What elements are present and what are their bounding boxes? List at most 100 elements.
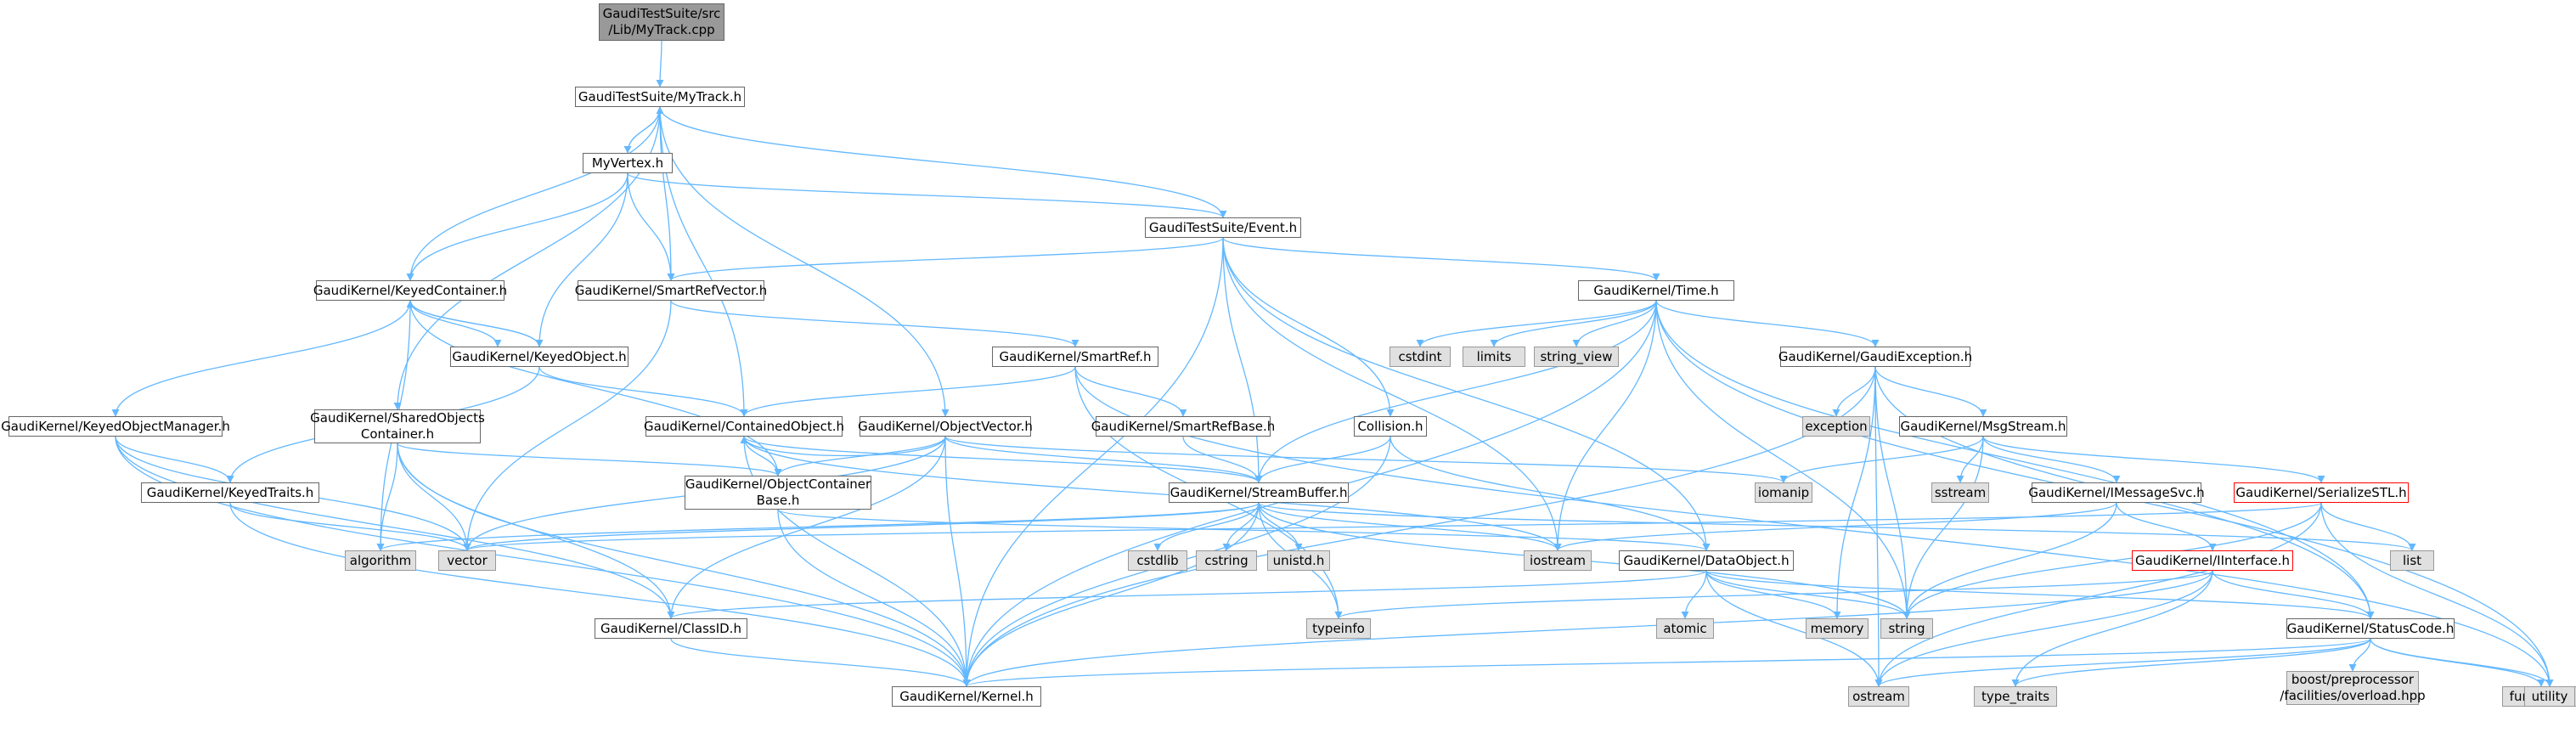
node-label: GaudiKernel/ContainedObject.h — [644, 418, 844, 434]
dependency-edge-msgstream-to-imessagesvc — [1982, 436, 2121, 483]
node-label: GaudiKernel/ObjectVector.h — [858, 418, 1033, 434]
node-label: GaudiKernel/KeyedObjectManager.h — [1, 418, 230, 434]
node-label: GaudiKernel/SmartRefVector.h — [574, 282, 768, 298]
node-type-traits: type_traits — [1974, 686, 2057, 707]
dependency-edge-iinterface-to-type_traits — [2011, 570, 2213, 687]
node-mytrack-cpp[interactable]: GaudiTestSuite/src /Lib/MyTrack.cpp — [599, 3, 724, 41]
node-label: GaudiKernel/StreamBuffer.h — [1170, 484, 1348, 500]
dependency-edge-mytrack_h-to-event_h — [659, 106, 1227, 218]
node-collision[interactable]: Collision.h — [1354, 416, 1427, 437]
dependency-edge-dataobject-to-atomic — [1681, 570, 1707, 619]
node-typeinfo: typeinfo — [1306, 618, 1371, 639]
dependency-edge-mytrack_h-to-objectvector — [659, 106, 950, 417]
dependency-edge-classid-to-kernel — [670, 638, 971, 687]
node-label: GaudiKernel/SerializeSTL.h — [2235, 484, 2407, 500]
dependency-edge-time_h-to-cstdint — [1416, 300, 1657, 347]
node-imessagesvc[interactable]: GaudiKernel/IMessageSvc.h — [2028, 482, 2205, 503]
node-label: Collision.h — [1357, 418, 1423, 434]
node-keyedtraits[interactable]: GaudiKernel/KeyedTraits.h — [141, 482, 319, 503]
node-mytrack-h[interactable]: GaudiTestSuite/MyTrack.h — [575, 87, 745, 107]
node-label: GaudiKernel/Kernel.h — [899, 688, 1034, 704]
dependency-edge-msgstream-to-serializestl — [1982, 436, 2325, 483]
node-streambuffer[interactable]: GaudiKernel/StreamBuffer.h — [1169, 482, 1349, 503]
node-label: sstream — [1934, 484, 1987, 500]
dependency-edge-containedobject-to-iostream — [743, 436, 1562, 551]
node-smartrefbase[interactable]: GaudiKernel/SmartRefBase.h — [1091, 416, 1275, 437]
dependency-edge-keyedobject-to-keyedcontainer — [406, 300, 540, 347]
node-smartref[interactable]: GaudiKernel/SmartRef.h — [992, 347, 1158, 367]
node-classid[interactable]: GaudiKernel/ClassID.h — [595, 618, 747, 639]
node-containedobject[interactable]: GaudiKernel/ContainedObject.h — [644, 416, 844, 437]
dependency-edge-streambuffer-to-unistd — [1258, 502, 1303, 551]
node-sstream: sstream — [1931, 482, 1989, 503]
dependency-edge-keyedobjmgr-to-keyedtraits — [115, 436, 234, 483]
dependency-edge-event_h-to-smartrefvector — [667, 237, 1224, 281]
dependency-edge-time_h-to-gaudiexception — [1655, 300, 1880, 347]
node-statuscode[interactable]: GaudiKernel/StatusCode.h — [2286, 618, 2455, 639]
node-label: GaudiTestSuite/MyTrack.h — [578, 88, 742, 104]
dependency-edge-sharedobjs-to-algorithm — [376, 443, 398, 551]
dependency-edge-containedobject-to-streambuffer — [743, 436, 1263, 483]
node-time-h[interactable]: GaudiKernel/Time.h — [1578, 280, 1734, 301]
dependency-edge-objcontainerbase-to-dataobject — [777, 509, 1711, 551]
dependency-edge-mytrack_h-to-keyedcontainer — [406, 106, 661, 281]
node-label: GaudiKernel/GaudiException.h — [1778, 348, 1973, 364]
dependency-edge-keyedcontainer-to-iterator — [409, 300, 502, 347]
node-label: vector — [447, 552, 488, 568]
dependency-edge-keyedobject-to-containedobject — [538, 366, 748, 417]
dependency-edge-sharedobjs-to-kernel — [397, 443, 971, 687]
node-label: atomic — [1663, 620, 1707, 636]
dependency-edge-event_h-to-collision — [1222, 237, 1395, 417]
dependency-edge-serializestl-to-string — [1902, 502, 2322, 619]
dependency-edge-myvertex_h-to-keyedcontainer — [406, 172, 628, 281]
dependency-edge-objectvector-to-containedobject — [740, 436, 946, 457]
dependency-edge-gaudiexception-to-exception — [1832, 366, 1876, 417]
node-msgstream[interactable]: GaudiKernel/MsgStream.h — [1899, 416, 2067, 437]
node-gaudiexception[interactable]: GaudiKernel/GaudiException.h — [1778, 347, 1973, 367]
node-sharedobjs[interactable]: GaudiKernel/SharedObjects Container.h — [310, 409, 485, 443]
dependency-edge-objectvector-to-streambuffer — [944, 436, 1263, 483]
dependency-edge-smartref-to-smartrefbase — [1074, 366, 1187, 417]
dependency-edge-imessagesvc-to-iinterface — [2116, 502, 2217, 551]
node-label: GaudiKernel/KeyedContainer.h — [313, 282, 508, 298]
node-memory: memory — [1806, 618, 1869, 639]
node-label: type_traits — [1981, 688, 2050, 704]
dependency-edge-serializestl-to-ostream — [1874, 502, 2322, 687]
node-label: GaudiKernel/Time.h — [1593, 282, 1719, 298]
node-keyedcontainer[interactable]: GaudiKernel/KeyedContainer.h — [313, 280, 508, 301]
node-iinterface[interactable]: GaudiKernel/IInterface.h — [2132, 550, 2293, 571]
dependency-edge-myvertex_h-to-mytrack_h — [627, 106, 664, 154]
node-label: iostream — [1530, 552, 1586, 568]
node-label: MyVertex.h — [591, 155, 664, 171]
dependency-edge-dataobject-to-classid — [667, 570, 1707, 619]
node-label: GaudiKernel/SmartRefBase.h — [1091, 418, 1276, 434]
node-objcontainerbase[interactable]: GaudiKernel/ObjectContainer Base.h — [685, 476, 871, 510]
dependency-edge-time_h-to-string_view — [1572, 300, 1657, 347]
node-event-h[interactable]: GaudiTestSuite/Event.h — [1145, 217, 1301, 238]
dependency-edge-iinterface-to-statuscode — [2212, 570, 2375, 619]
node-label: GaudiKernel/ObjectContainer Base.h — [685, 476, 871, 508]
node-string: string — [1880, 618, 1933, 639]
node-keyedobjmgr[interactable]: GaudiKernel/KeyedObjectManager.h — [1, 416, 230, 437]
node-keyedobject[interactable]: GaudiKernel/KeyedObject.h — [450, 347, 628, 367]
node-kernel[interactable]: GaudiKernel/Kernel.h — [892, 686, 1041, 707]
node-smartrefvector[interactable]: GaudiKernel/SmartRefVector.h — [575, 280, 767, 301]
node-label: GaudiKernel/SmartRef.h — [999, 348, 1152, 364]
node-label: list — [2402, 552, 2422, 568]
node-exception: exception — [1802, 416, 1870, 437]
node-label: memory — [1810, 620, 1864, 636]
node-dataobject[interactable]: GaudiKernel/DataObject.h — [1619, 550, 1794, 571]
node-objectvector[interactable]: GaudiKernel/ObjectVector.h — [858, 416, 1033, 437]
dependency-edge-smartref-to-containedobject — [740, 366, 1076, 417]
dependency-edge-streambuffer-to-iostream — [1258, 502, 1562, 551]
dependency-edge-iinterface-to-ostream — [1874, 570, 2213, 687]
dependency-edge-keyedtraits-to-vector — [229, 502, 471, 551]
node-myvertex-h[interactable]: MyVertex.h — [583, 153, 673, 173]
node-label: exception — [1805, 418, 1868, 434]
dependency-edge-myvertex_h-to-event_h — [627, 172, 1227, 218]
dependency-edge-myvertex_h-to-keyedobject — [535, 172, 628, 347]
node-label: boost/preprocessor /facilities/overload.… — [2280, 672, 2426, 703]
node-serializestl[interactable]: GaudiKernel/SerializeSTL.h — [2234, 482, 2409, 503]
